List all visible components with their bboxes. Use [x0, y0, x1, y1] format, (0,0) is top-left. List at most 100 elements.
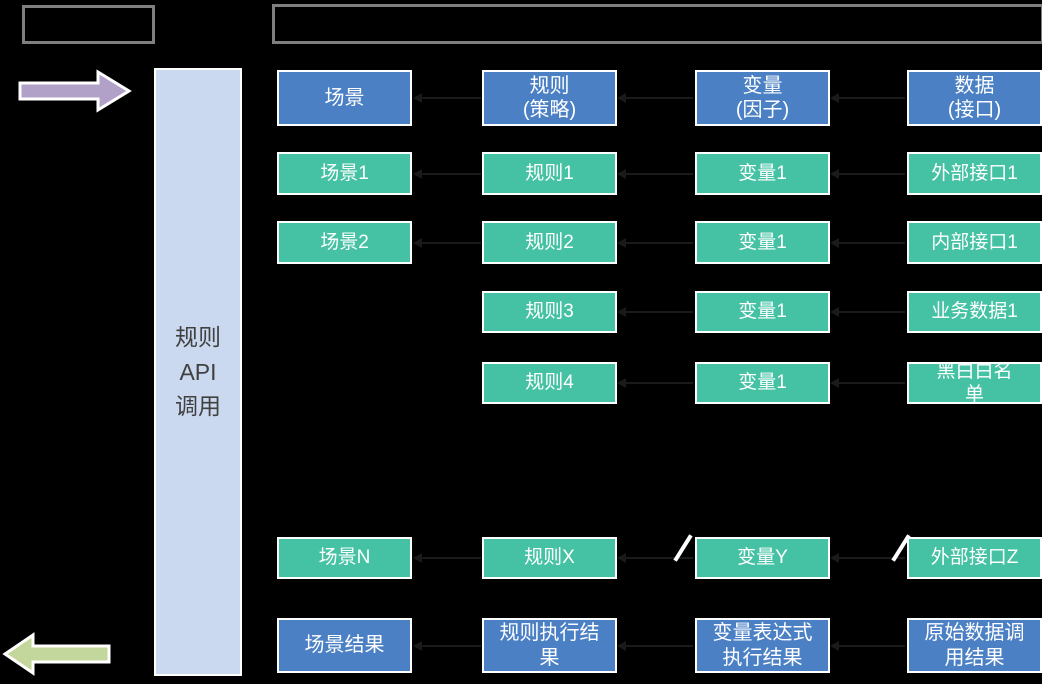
rule-api-call-bar: 规则 API 调用 — [154, 68, 242, 676]
col-rule-item-0-label: 规则1 — [525, 162, 574, 184]
connector-arrowhead-icon — [830, 553, 839, 563]
connector-line — [838, 382, 905, 384]
col-rule-header-label: (策略) — [522, 99, 577, 121]
col-rule-item-4: 规则X — [482, 537, 617, 579]
connector-line — [838, 311, 905, 313]
connector-arrowhead-icon — [617, 168, 626, 179]
connector-arrowhead-icon — [617, 553, 626, 563]
connector-arrowhead-icon — [617, 640, 626, 651]
col-rule-item-3: 规则4 — [482, 362, 617, 404]
connector-arrowhead-icon — [413, 640, 422, 651]
connector-arrowhead-icon — [413, 237, 422, 248]
connector-line — [625, 241, 693, 244]
col-rule-result-label: 果 — [539, 646, 560, 669]
connector-arrowhead-icon — [413, 168, 422, 179]
connector-arrowhead-icon — [830, 640, 839, 651]
col-data-item-4-label: 外部接口Z — [930, 547, 1019, 569]
col-data-header: 数据(接口) — [907, 70, 1042, 126]
col-scene-header-label: 场景 — [324, 86, 365, 109]
col-data-header-label: (接口) — [947, 99, 1002, 121]
col-variable-item-1: 变量1 — [695, 221, 830, 264]
top-left-frame — [22, 5, 155, 44]
connector-line — [838, 172, 905, 175]
col-variable-item-0: 变量1 — [695, 152, 830, 195]
col-variable-header-label: (因子) — [735, 99, 790, 121]
connector-line — [625, 382, 693, 384]
connector-line — [625, 311, 693, 313]
rule-api-call-line: 规则 — [175, 324, 221, 351]
col-data-item-0-label: 外部接口1 — [931, 162, 1018, 184]
col-data-item-2-label: 业务数据1 — [931, 301, 1018, 323]
connector-arrowhead-icon — [617, 237, 626, 248]
connector-arrowhead-icon — [617, 378, 626, 388]
col-data-item-3-label: 单 — [964, 384, 984, 404]
col-variable-result-label: 执行结果 — [722, 646, 803, 669]
col-rule-result-label: 规则执行结 — [499, 622, 600, 645]
connector-arrowhead-icon — [413, 553, 422, 563]
connector-line — [838, 97, 905, 99]
col-scene-item-2: 场景N — [277, 537, 412, 579]
col-scene-item-1: 场景2 — [277, 221, 412, 264]
col-variable-item-4-label: 变量Y — [737, 547, 788, 569]
col-variable-header-label: 变量 — [742, 74, 783, 97]
col-data-item-3-label: 黑白白名 — [936, 362, 1013, 382]
col-rule-item-2: 规则3 — [482, 291, 617, 333]
col-scene-item-0: 场景1 — [277, 152, 412, 195]
col-scene-header: 场景 — [277, 70, 412, 126]
col-scene-result: 场景结果 — [277, 618, 412, 673]
col-data-header-label: 数据 — [954, 74, 995, 97]
col-data-item-3: 黑白白名单 — [907, 362, 1042, 404]
connector-arrowhead-icon — [830, 168, 839, 179]
col-scene-item-0-label: 场景1 — [320, 162, 369, 184]
col-rule-item-0: 规则1 — [482, 152, 617, 195]
col-rule-result: 规则执行结果 — [482, 618, 617, 673]
col-scene-result-label: 场景结果 — [304, 634, 385, 657]
connector-line — [625, 644, 693, 647]
col-variable-item-2: 变量1 — [695, 291, 830, 333]
connector-line — [625, 172, 693, 175]
col-variable-item-4: 变量Y — [695, 537, 830, 579]
col-variable-result: 变量表达式执行结果 — [695, 618, 830, 673]
col-rule-item-1-label: 规则2 — [525, 231, 574, 253]
col-data-result-label: 原始数据调 — [924, 622, 1025, 645]
col-variable-item-1-label: 变量1 — [738, 231, 787, 253]
top-title-frame — [272, 4, 1042, 44]
connector-line — [421, 644, 481, 647]
col-variable-item-2-label: 变量1 — [738, 301, 787, 323]
col-variable-result-label: 变量表达式 — [712, 622, 813, 645]
col-variable-item-3-label: 变量1 — [738, 372, 787, 394]
col-data-result-label: 用结果 — [944, 646, 1005, 669]
connector-arrowhead-icon — [830, 378, 839, 388]
connector-arrowhead-icon — [617, 307, 626, 317]
col-variable-header: 变量(因子) — [695, 70, 830, 126]
col-scene-item-2-label: 场景N — [318, 547, 371, 569]
col-data-result: 原始数据调用结果 — [907, 618, 1042, 673]
col-data-item-0: 外部接口1 — [907, 152, 1042, 195]
col-data-item-4: 外部接口Z — [907, 537, 1042, 579]
col-variable-item-0-label: 变量1 — [738, 162, 787, 184]
request-flow-arrow-icon — [18, 69, 132, 113]
col-rule-item-3-label: 规则4 — [525, 372, 574, 394]
connector-line — [421, 557, 481, 559]
col-rule-header-label: 规则 — [529, 74, 570, 97]
connector-line — [421, 97, 481, 99]
connector-line — [838, 644, 905, 647]
col-data-item-1: 内部接口1 — [907, 221, 1042, 264]
connector-arrowhead-icon — [830, 237, 839, 248]
col-rule-header: 规则(策略) — [482, 70, 617, 126]
connector-line — [838, 241, 905, 244]
col-rule-item-2-label: 规则3 — [525, 301, 574, 323]
connector-line — [838, 557, 905, 559]
connector-line — [625, 557, 693, 559]
connector-line — [421, 241, 481, 244]
col-data-item-1-label: 内部接口1 — [931, 231, 1018, 253]
col-rule-item-4-label: 规则X — [524, 547, 575, 569]
rule-api-call-line: 调用 — [175, 393, 221, 420]
connector-line — [421, 172, 481, 175]
rule-api-call-line: API — [179, 358, 217, 385]
connector-arrowhead-icon — [830, 307, 839, 317]
connector-arrowhead-icon — [413, 93, 422, 103]
col-variable-item-3: 变量1 — [695, 362, 830, 404]
col-scene-item-1-label: 场景2 — [320, 231, 369, 253]
